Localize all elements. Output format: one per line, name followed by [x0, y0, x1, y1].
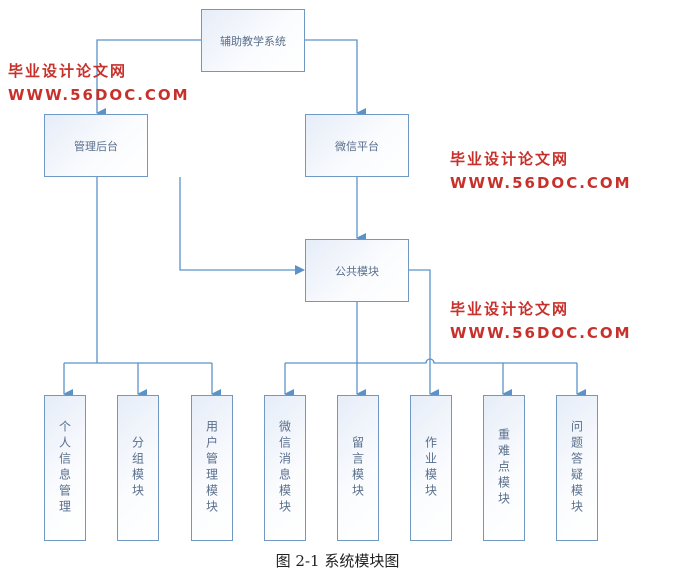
edge-root-admin — [96, 39, 201, 118]
edge-admin-common — [179, 177, 305, 275]
leaf-node: 问题答疑模块 — [556, 395, 598, 541]
watermark-site: 毕业设计论文网 — [450, 150, 570, 168]
watermark-url: WWW.56DOC.COM — [450, 174, 632, 192]
leaf-node: 重难点模块 — [483, 395, 525, 541]
leaf-node: 留言模块 — [337, 395, 379, 541]
leaf-node: 微信消息模块 — [264, 395, 306, 541]
node-admin: 管理后台 — [44, 114, 148, 177]
leaf-node: 用户管理模块 — [191, 395, 233, 541]
watermark-url: WWW.56DOC.COM — [450, 324, 632, 342]
node-common: 公共模块 — [305, 239, 409, 302]
leaf-node: 作业模块 — [410, 395, 452, 541]
edge-root-wechat — [305, 39, 366, 118]
node-wechat: 微信平台 — [305, 114, 409, 177]
figure-caption: 图 2-1 系统模块图 — [275, 552, 400, 570]
node-root: 辅助教学系统 — [201, 9, 305, 72]
leaf-node: 个人信息管理 — [44, 395, 86, 541]
watermark-url: WWW.56DOC.COM — [8, 86, 190, 104]
leaf-node: 分组模块 — [117, 395, 159, 541]
watermark-site: 毕业设计论文网 — [8, 62, 128, 80]
watermark-site: 毕业设计论文网 — [450, 300, 570, 318]
